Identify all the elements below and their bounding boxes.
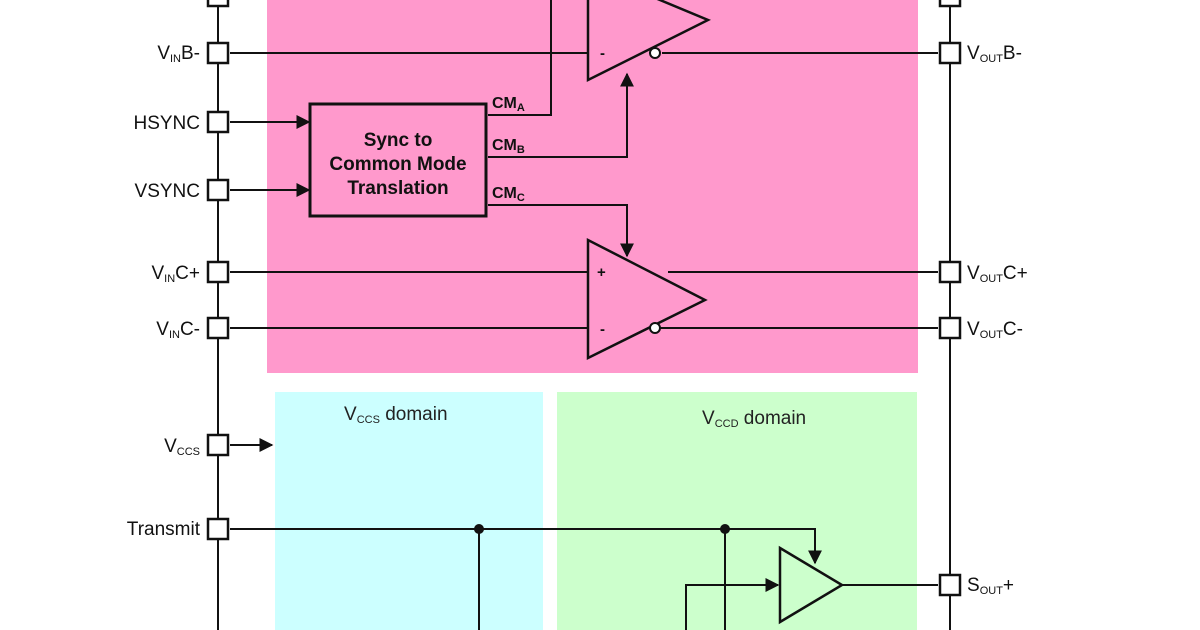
label-voutb-minus: VOUTB-: [967, 43, 1022, 65]
cmb-label: CMB: [492, 137, 525, 156]
label-sout-plus: SOUT+: [967, 575, 1014, 597]
amplifier-c-inverting-bubble: [649, 322, 661, 334]
sync-block-line3: Translation: [347, 178, 448, 199]
amplifier-b-minus-sign: -: [600, 45, 605, 62]
pin-sout-plus: [938, 573, 962, 597]
pin-vsync: [206, 178, 230, 202]
wire-cmb: [488, 72, 634, 158]
sync-translation-block: [308, 102, 488, 218]
label-vsync: VSYNC: [135, 181, 200, 202]
pin-vinc-plus: [206, 260, 230, 284]
amplifier-b: [586, 0, 712, 83]
vccd-domain-region: [557, 392, 917, 630]
pin-voutb-minus: [938, 41, 962, 65]
cma-label: CMA: [492, 95, 525, 114]
pin-top-right-partial: [938, 0, 962, 8]
pin-vccs: [206, 433, 230, 457]
amplifier-c-plus-sign: +: [597, 264, 606, 281]
pin-voutc-plus: [938, 260, 962, 284]
pin-hsync: [206, 110, 230, 134]
video-domain-region: [267, 0, 918, 373]
vccs-domain-region: [275, 392, 543, 630]
label-vinc-minus: VINC-: [156, 319, 200, 341]
wire-cmc: [488, 204, 634, 258]
amplifier-b-inverting-bubble: [649, 47, 661, 59]
label-vinb-minus: VINB-: [157, 43, 200, 65]
wire-cma: [488, 0, 552, 116]
label-vccs: VCCS: [164, 436, 200, 458]
label-hsync: HSYNC: [133, 113, 200, 134]
pin-vinc-minus: [206, 316, 230, 340]
wire-transmit: [230, 528, 822, 565]
sout-driver: [778, 545, 845, 625]
label-vinc-plus: VINC+: [151, 263, 200, 285]
pin-voutc-minus: [938, 316, 962, 340]
amplifier-c-minus-sign: -: [600, 321, 605, 338]
pin-transmit: [206, 517, 230, 541]
sync-block-line2: Common Mode: [329, 154, 466, 175]
label-voutc-minus: VOUTC-: [967, 319, 1023, 341]
cmc-label: CMC: [492, 185, 525, 204]
vccd-domain-label: VCCD domain: [702, 408, 806, 430]
amplifier-c: [586, 237, 708, 361]
vccs-domain-label: VCCS domain: [344, 404, 448, 426]
label-transmit: Transmit: [127, 519, 201, 540]
pin-top-left-partial: [206, 0, 230, 8]
wire-driver-input: [685, 578, 780, 630]
pin-vinb-minus: [206, 41, 230, 65]
label-voutc-plus: VOUTC+: [967, 263, 1028, 285]
sync-block-line1: Sync to: [364, 130, 433, 151]
